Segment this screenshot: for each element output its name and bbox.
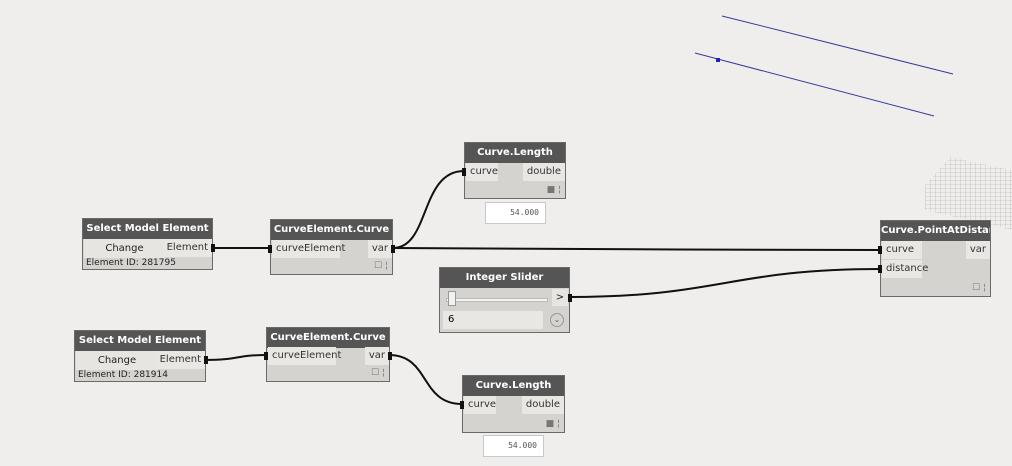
- node-title: Select Model Element: [83, 219, 212, 239]
- output-port-var[interactable]: var: [965, 241, 990, 259]
- select-model-element-node-2[interactable]: Select Model Element Change Element Elem…: [74, 330, 208, 382]
- preview-toggle-icon[interactable]: ☐ ¦: [972, 283, 986, 293]
- wire-slider-pad: [568, 268, 881, 298]
- curve-length-node-1[interactable]: Curve.Length curve double ■ ¦: [462, 142, 566, 199]
- curve-element-curve-node-1[interactable]: CurveElement.Curve curveElement var ☐ ¦: [268, 219, 395, 275]
- curve-length-node-2[interactable]: Curve.Length curve double ■ ¦: [460, 375, 565, 433]
- input-port-curve-element[interactable]: curveElement: [272, 240, 345, 258]
- output-port-double[interactable]: double: [521, 396, 564, 414]
- preview-grid-surface: [925, 157, 1012, 230]
- node-title: Select Model Element: [75, 331, 205, 351]
- input-pin[interactable]: [878, 265, 882, 273]
- preview-toggle-icon[interactable]: ☐ ¦: [371, 368, 385, 378]
- change-button[interactable]: Change: [76, 351, 158, 370]
- element-id: Element ID: 281795: [86, 258, 176, 268]
- output-port-var[interactable]: var: [364, 347, 389, 365]
- wire-curve1-pad: [392, 247, 881, 251]
- input-port-curve[interactable]: curve: [882, 241, 922, 259]
- input-port-curve[interactable]: curve: [466, 163, 498, 181]
- node-title: CurveElement.Curve: [271, 220, 392, 240]
- output-port-element[interactable]: Element: [155, 351, 205, 369]
- input-pin[interactable]: [264, 352, 268, 360]
- preview-toggle-icon[interactable]: ■ ¦: [546, 185, 561, 195]
- output-port-element[interactable]: Element: [162, 239, 212, 257]
- node-title: Curve.Length: [465, 143, 565, 163]
- output-pin[interactable]: [391, 245, 395, 253]
- input-port-curve-element[interactable]: curveElement: [268, 347, 341, 365]
- preview-line-1: [721, 15, 954, 75]
- curve-point-at-distance-node[interactable]: Curve.PointAtDistance curve distance var…: [878, 220, 991, 297]
- output-port-double[interactable]: double: [522, 163, 565, 181]
- input-pin[interactable]: [462, 168, 466, 176]
- output-pin[interactable]: [211, 244, 215, 252]
- element-id: Element ID: 281914: [78, 370, 168, 380]
- wire-curve2-length2: [388, 354, 463, 405]
- node-title: Curve.Length: [463, 376, 564, 396]
- expand-chevron-icon[interactable]: ⌄: [550, 313, 564, 327]
- input-port-distance[interactable]: distance: [882, 260, 928, 278]
- node-title: Integer Slider: [440, 268, 569, 288]
- preview-line-2: [694, 52, 935, 117]
- input-port-curve[interactable]: curve: [464, 396, 496, 414]
- output-pin[interactable]: [204, 356, 208, 364]
- slider-value-field[interactable]: 6: [443, 311, 543, 329]
- output-port-var[interactable]: var: [367, 240, 392, 258]
- input-pin[interactable]: [268, 245, 272, 253]
- node-title: Curve.PointAtDistance: [881, 221, 990, 241]
- output-pin[interactable]: [388, 352, 392, 360]
- value-preview: 54.000: [483, 435, 544, 457]
- wire-select2-curve2: [204, 354, 267, 361]
- input-pin[interactable]: [878, 246, 882, 254]
- select-model-element-node-1[interactable]: Select Model Element Change Element Elem…: [82, 218, 215, 270]
- preview-toggle-icon[interactable]: ☐ ¦: [374, 261, 388, 271]
- integer-slider-node[interactable]: Integer Slider > 6 ⌄: [439, 267, 572, 333]
- output-pin[interactable]: [568, 294, 572, 302]
- preview-point: [716, 58, 720, 62]
- node-title: CurveElement.Curve: [267, 328, 389, 348]
- slider-step-button[interactable]: >: [552, 289, 568, 306]
- slider-track[interactable]: [446, 298, 548, 302]
- change-button[interactable]: Change: [84, 239, 165, 258]
- input-pin[interactable]: [460, 401, 464, 409]
- slider-thumb[interactable]: [447, 291, 456, 306]
- wire-curve1-length1: [392, 170, 465, 249]
- curve-element-curve-node-2[interactable]: CurveElement.Curve curveElement var ☐ ¦: [264, 327, 392, 382]
- preview-toggle-icon[interactable]: ■ ¦: [545, 419, 560, 429]
- value-preview: 54.000: [485, 202, 546, 224]
